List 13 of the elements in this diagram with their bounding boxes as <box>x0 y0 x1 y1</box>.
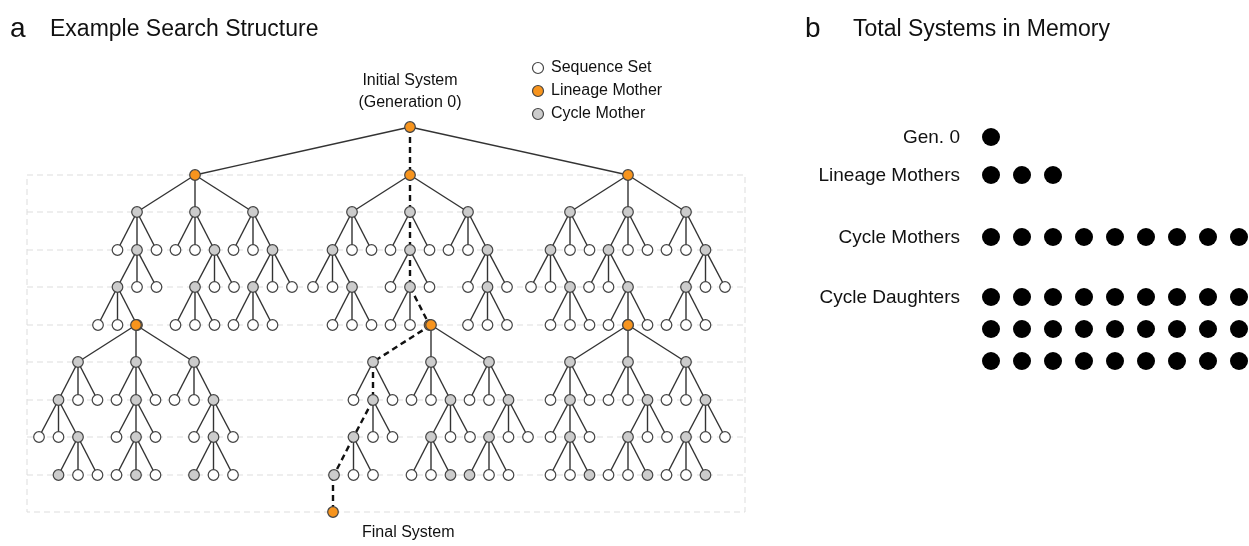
panel-letter: b <box>805 12 821 44</box>
panel-title: Example Search Structure <box>50 15 319 42</box>
panel-title: Total Systems in Memory <box>853 15 1110 42</box>
panel-letter: a <box>10 12 26 44</box>
final-label: Final System <box>362 523 455 541</box>
legend-label: Sequence Set <box>551 58 652 76</box>
root-label: Initial System (Generation 0) <box>357 70 463 112</box>
row-label: Gen. 0 <box>901 126 960 148</box>
legend-label: Lineage Mother <box>551 81 663 99</box>
row-label: Cycle Mothers <box>837 226 960 248</box>
legend-label: Cycle Mother <box>551 104 646 122</box>
row-label: Lineage Mothers <box>817 164 960 186</box>
row-label: Cycle Daughters <box>818 286 960 308</box>
